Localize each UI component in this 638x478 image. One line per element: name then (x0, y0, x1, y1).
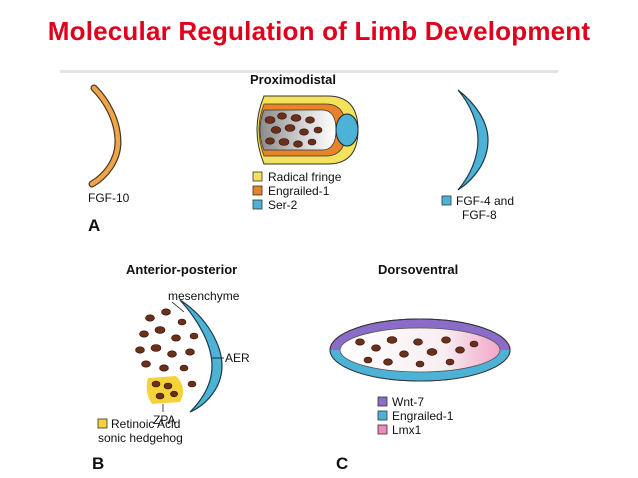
fgf48-swatch (441, 195, 452, 206)
panel-letter-b: B (92, 454, 104, 473)
legend-radical-fringe: Radical fringe (268, 170, 342, 184)
legend-ser-2: Ser-2 (268, 198, 298, 212)
panel-proximodistal: Proximodistal Radical fringe Engrailed-1… (250, 72, 359, 212)
ap-legend-line1: Retinoic Acid (111, 417, 180, 431)
panel-anterior-posterior: Anterior-posterior mesenchyme AER ZPA Re… (92, 262, 250, 473)
dv-heading: Dorsoventral (378, 262, 458, 277)
zpa-label: ZPA (153, 413, 175, 427)
mesenchyme-label: mesenchyme (168, 289, 240, 303)
legend-lmx1: Lmx1 (392, 423, 422, 437)
fgf48-label-line2: FGF-8 (462, 208, 497, 222)
panel-dorsoventral: Dorsoventral Wnt-7 Engrailed-1 Lmx1 C (329, 262, 511, 473)
legend-engrailed-1-dv: Engrailed-1 (392, 409, 454, 423)
ap-legend-line2: sonic hedgehog (98, 431, 183, 445)
panel-fgf4-fgf8: FGF-4 and FGF-8 (441, 89, 514, 222)
panel-letter-a: A (88, 216, 100, 235)
fgf10-label: FGF-10 (88, 191, 130, 205)
mesenchyme-cells-dv (355, 336, 479, 368)
mesenchyme-cells-ap (135, 308, 199, 400)
proximodistal-heading: Proximodistal (250, 72, 336, 87)
ap-legend-swatch (97, 418, 108, 429)
mesenchyme-cells-pd (264, 112, 323, 148)
legend-wnt-7: Wnt-7 (392, 395, 424, 409)
title-divider (60, 70, 558, 73)
fgf48-label-line1: FGF-4 and (456, 194, 514, 208)
ap-heading: Anterior-posterior (126, 262, 237, 277)
slide-title: Molecular Regulation of Limb Development (47, 16, 591, 46)
panel-letter-c: C (336, 454, 348, 473)
panel-fgf10: FGF-10 A (88, 84, 130, 235)
legend-engrailed-1-pd: Engrailed-1 (268, 184, 330, 198)
aer-label: AER (225, 351, 250, 365)
